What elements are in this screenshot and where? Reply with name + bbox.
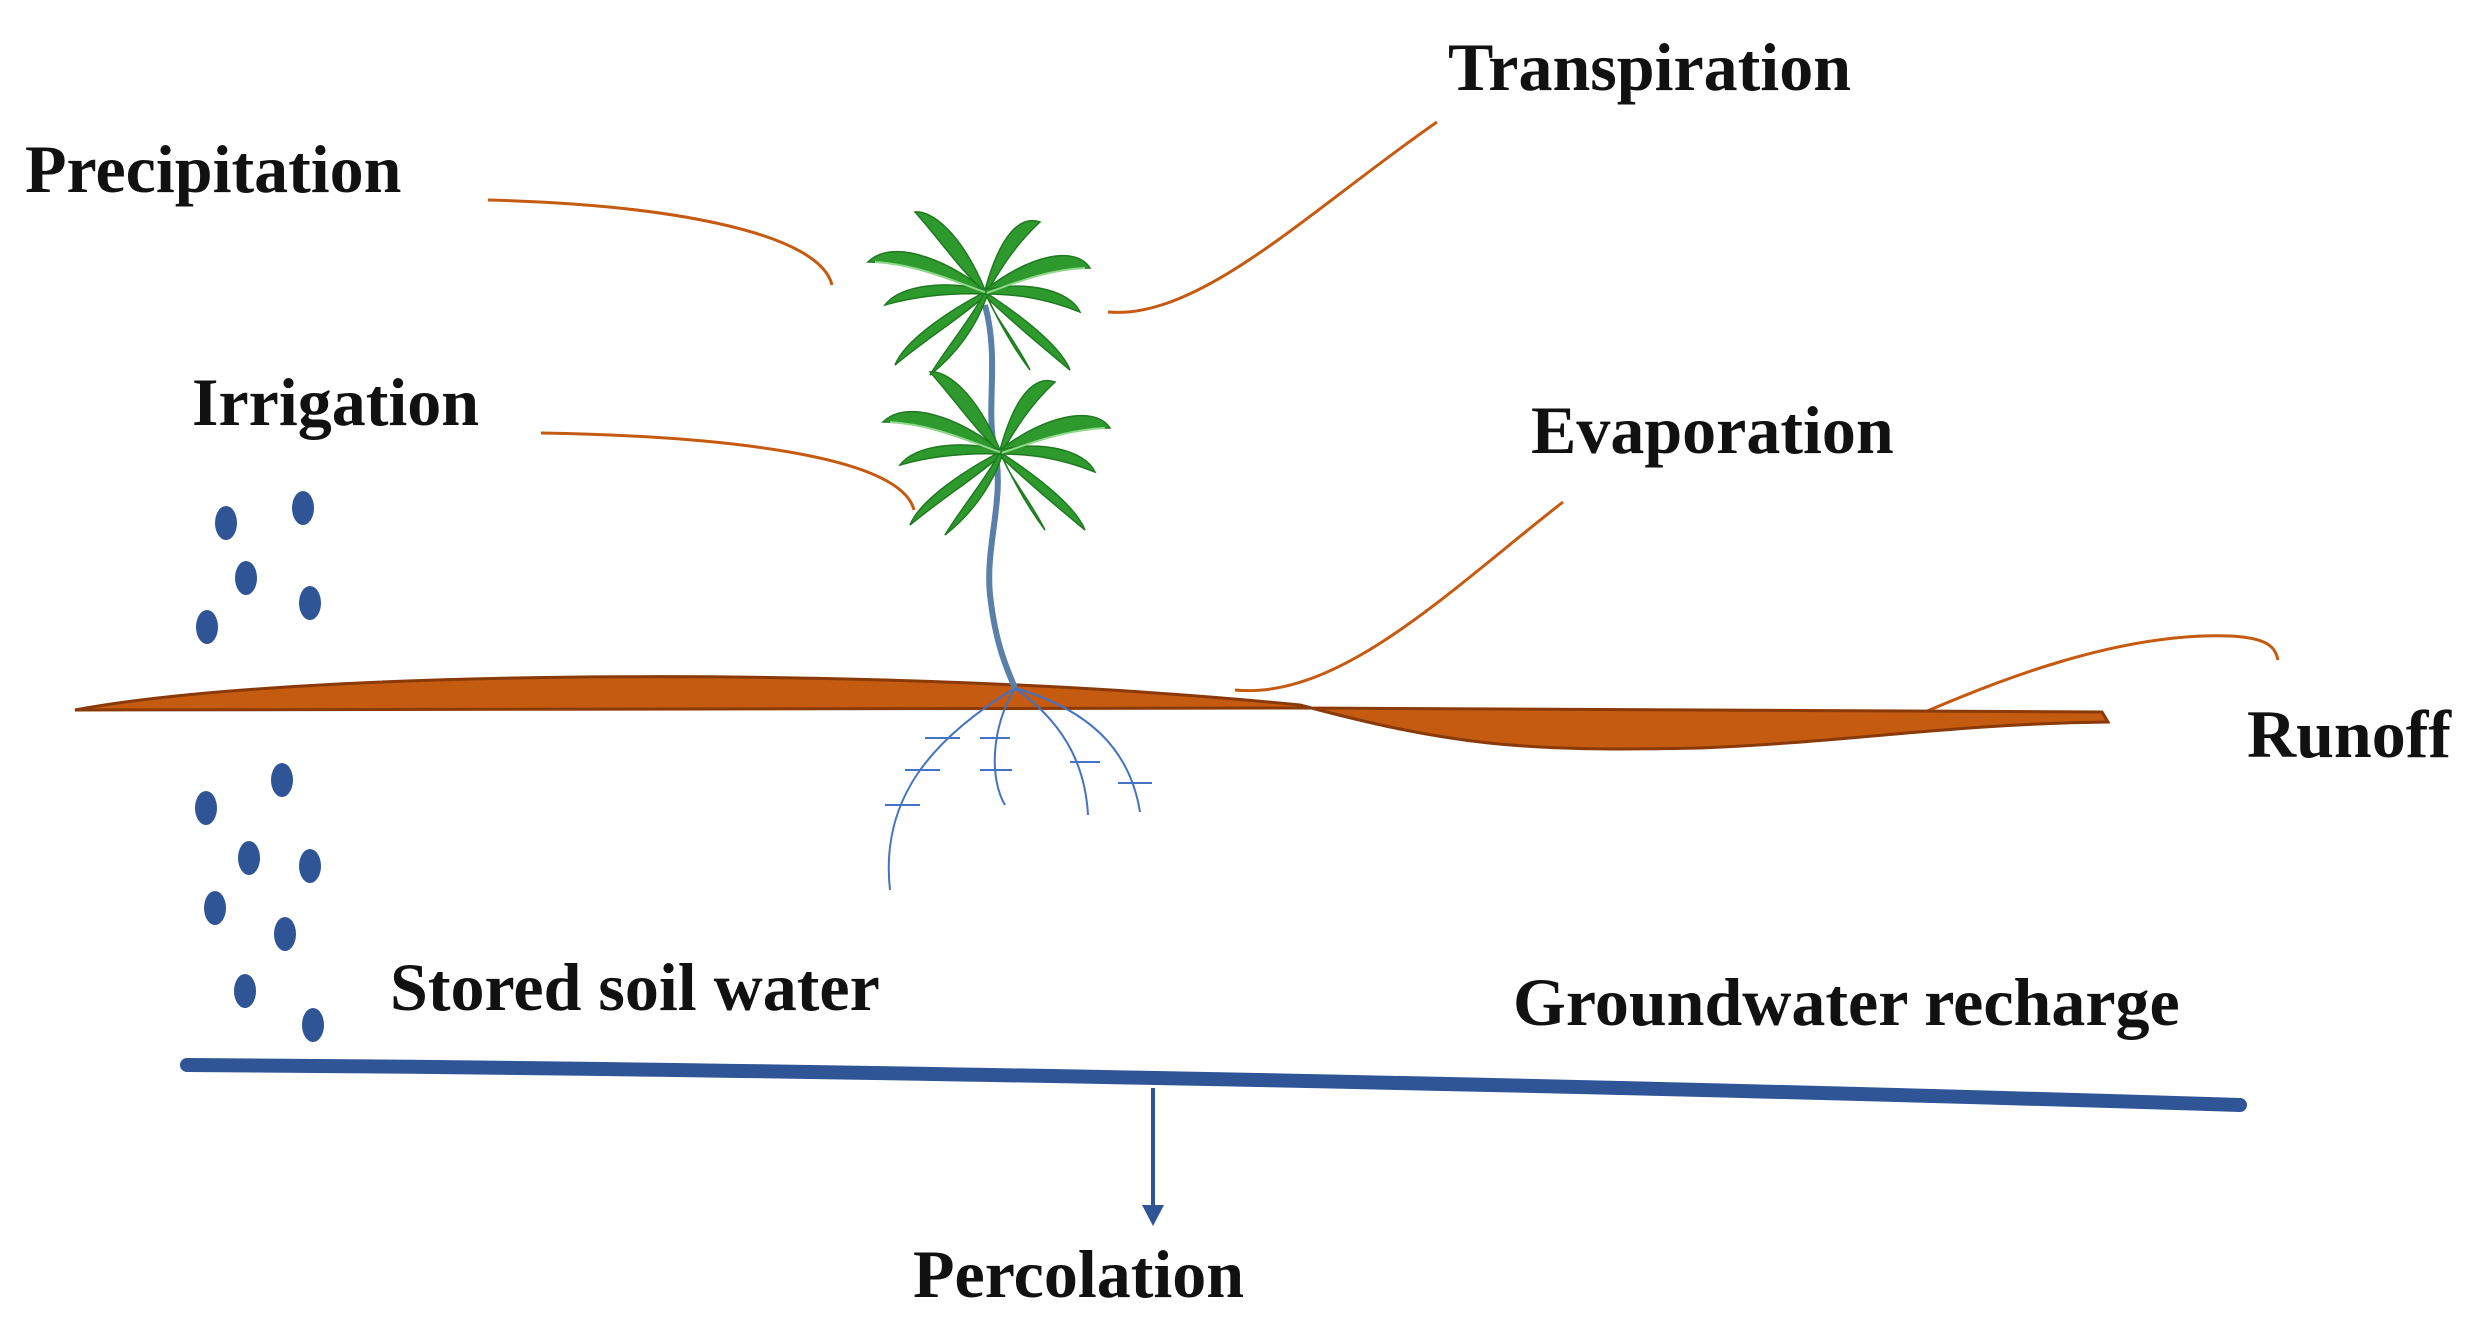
water-droplet-icon: [196, 610, 218, 644]
transpiration-leader: [1107, 120, 1438, 314]
water-droplet-icon: [204, 891, 226, 925]
plant-roots: [885, 687, 1152, 891]
water-droplet-icon: [302, 1008, 324, 1042]
irrigation-label: Irrigation: [192, 364, 479, 440]
water-droplet-icon: [234, 974, 256, 1008]
water-droplet-icon: [235, 561, 257, 595]
water-droplet-icon: [299, 586, 321, 620]
runoff-label: Runoff: [2247, 696, 2452, 772]
percolation-label: Percolation: [913, 1236, 1244, 1312]
water-droplets: [195, 491, 324, 1042]
water-droplet-icon: [238, 841, 260, 875]
precipitation-label: Precipitation: [25, 131, 401, 207]
palm-tree-icon: [866, 211, 1112, 690]
water-droplet-icon: [215, 506, 237, 540]
leader-lines: [487, 120, 2280, 714]
water-droplet-icon: [195, 791, 217, 825]
irrigation-leader: [540, 431, 916, 511]
runoff-leader: [1924, 634, 2280, 714]
water-droplet-icon: [292, 491, 314, 525]
soil-surface: [74, 675, 2111, 751]
evaporation-leader: [1234, 500, 1564, 693]
precipitation-leader: [487, 198, 834, 286]
water-droplet-icon: [271, 763, 293, 797]
arrow-down-icon: [1142, 1088, 1164, 1226]
water-droplet-icon: [274, 917, 296, 951]
stored-soil-water-label: Stored soil water: [390, 949, 880, 1025]
groundwater-table-line: [180, 1058, 2247, 1112]
evaporation-label: Evaporation: [1531, 392, 1894, 468]
groundwater-recharge-label: Groundwater recharge: [1513, 964, 2180, 1040]
transpiration-label: Transpiration: [1448, 29, 1851, 105]
water-droplet-icon: [299, 849, 321, 883]
